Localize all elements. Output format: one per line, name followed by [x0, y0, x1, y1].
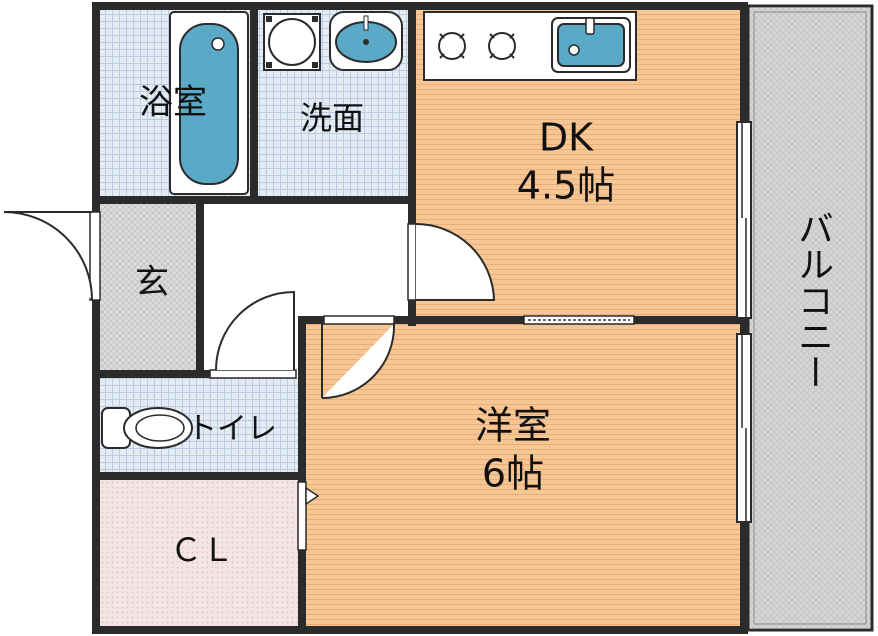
- bath-label: 浴室: [139, 83, 207, 123]
- toilet-label: トイレ: [187, 412, 277, 447]
- toilet-bowl: [101, 407, 193, 449]
- sliding-partition[interactable]: [523, 315, 635, 325]
- toilet-door[interactable]: [209, 290, 297, 379]
- washroom-label: 洗面: [300, 99, 364, 137]
- closet-door[interactable]: [297, 481, 320, 551]
- western-floor: [306, 324, 742, 628]
- walls: [92, 2, 748, 634]
- dk-name-label: DK: [539, 116, 594, 160]
- entrance-floor: [98, 204, 200, 374]
- balcony-floor: [748, 8, 872, 628]
- balcony-window-upper[interactable]: [736, 121, 752, 319]
- western-door[interactable]: [321, 315, 396, 399]
- stove: [438, 32, 516, 60]
- kitchen-counter: [423, 11, 637, 81]
- room-labels: 浴室 洗面 DK 4.5帖 玄 トイレ ＣＬ 洋室 6帖 バルコニー: [135, 83, 833, 570]
- western-name-label: 洋室: [475, 404, 551, 448]
- kitchen-sink: [551, 17, 631, 73]
- balcony-window-lower[interactable]: [736, 333, 752, 523]
- dk-door[interactable]: [407, 223, 496, 301]
- dk-size-label: 4.5帖: [517, 164, 615, 208]
- balcony-label: バルコニー: [792, 210, 833, 390]
- closet-floor: [98, 480, 302, 628]
- wash-basin: [329, 11, 403, 71]
- entrance-door[interactable]: [3, 211, 101, 301]
- bathtub: [169, 11, 249, 195]
- closet-label: ＣＬ: [170, 531, 234, 569]
- washing-machine: [263, 13, 321, 71]
- western-size-label: 6帖: [482, 452, 544, 496]
- entrance-label: 玄: [135, 263, 169, 303]
